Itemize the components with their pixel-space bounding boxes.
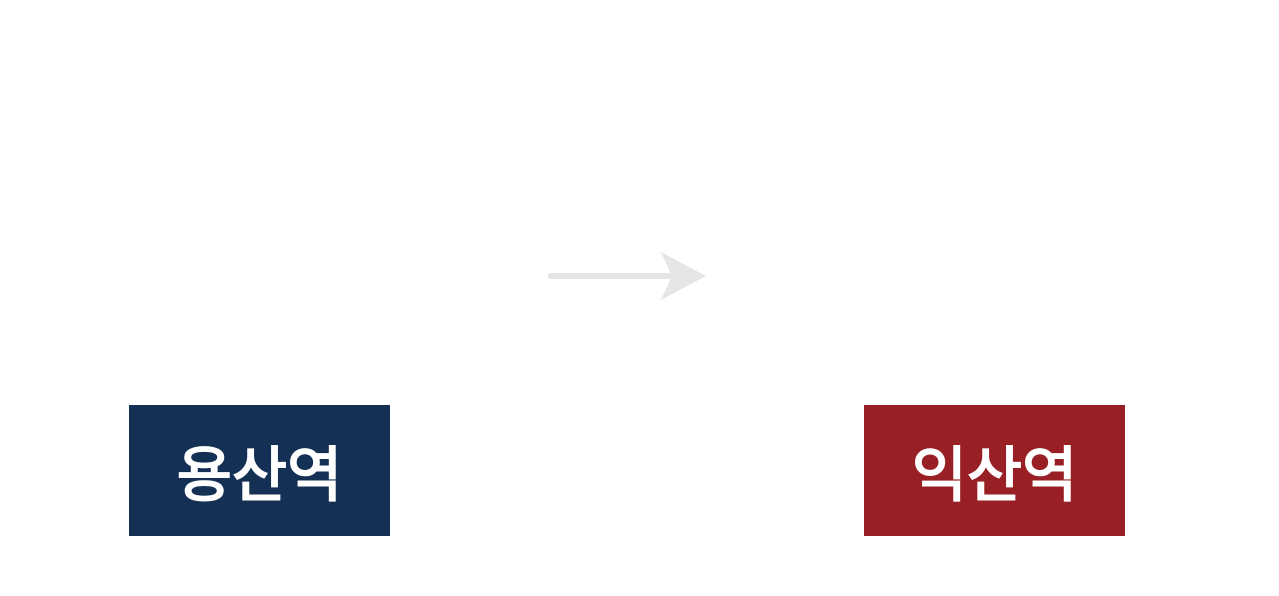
- destination-station-box: 익산역: [864, 405, 1125, 536]
- origin-station-box: 용산역: [129, 405, 390, 536]
- arrow-head: [661, 252, 706, 300]
- origin-station-label: 용산역: [176, 441, 343, 511]
- right-arrow-icon: [548, 252, 706, 300]
- destination-station-label: 익산역: [911, 441, 1078, 511]
